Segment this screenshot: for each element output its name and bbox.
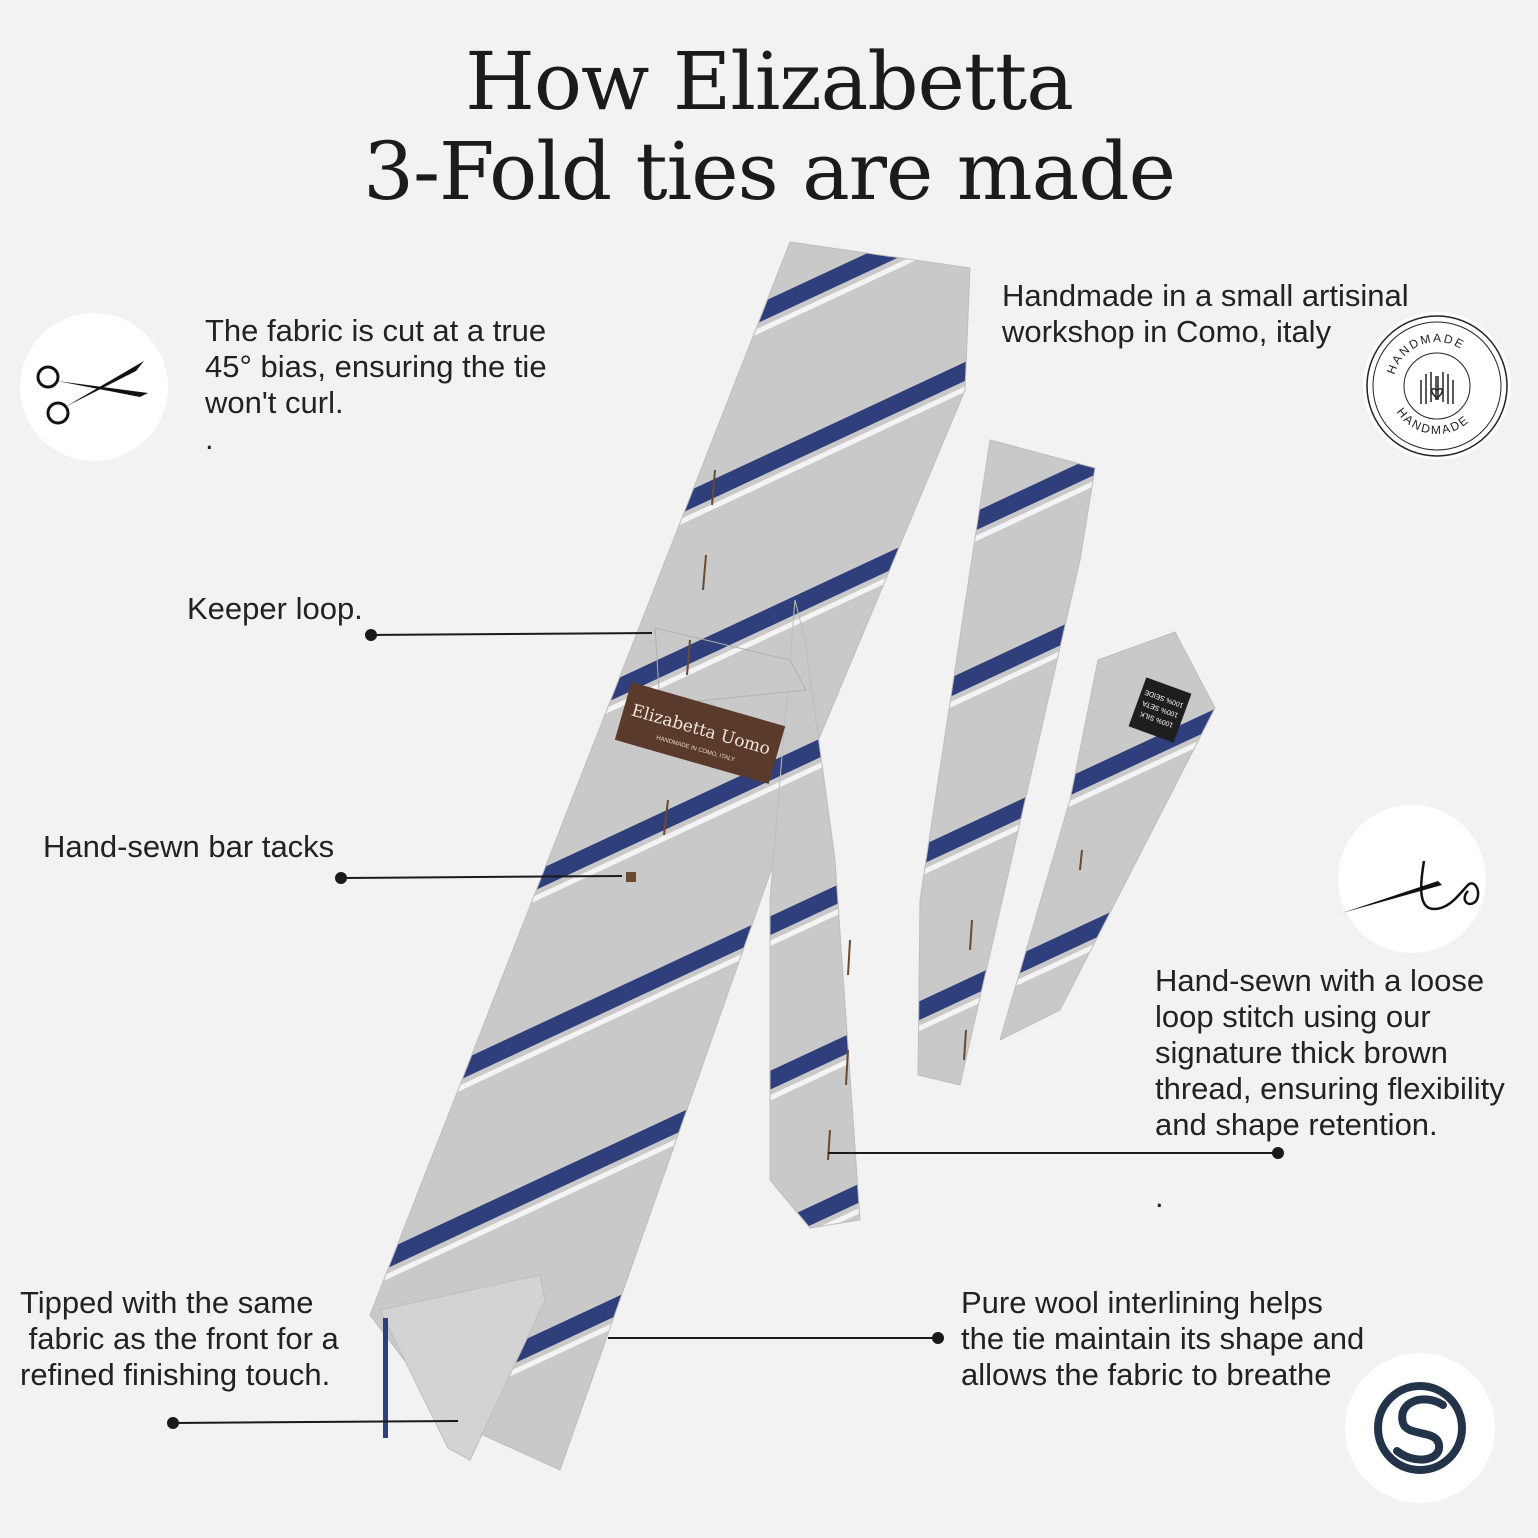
keeper-loop	[654, 627, 807, 706]
bar-tack	[626, 872, 636, 882]
brand-label: Elizabetta Uomo HANDMADE IN COMO, ITALY	[614, 682, 786, 784]
scissors-icon	[36, 361, 148, 425]
caption-handmade: Handmade in a small artisinal workshop i…	[1002, 278, 1409, 349]
keeper-loop-leader	[370, 632, 653, 636]
scissors-icon-circle	[20, 313, 168, 461]
needle-icon-circle	[1338, 805, 1486, 953]
caption-loop-stitch: Hand-sewn with a loose loop stitch using…	[1155, 963, 1505, 1214]
handmade-hands-badge-icon: HANDMADE HANDMADE	[1366, 315, 1508, 457]
caption-tipping: Tipped with the same fabric as the front…	[20, 1285, 339, 1392]
care-label: 100% SILK 100% SETA 100% SEIDE	[1128, 677, 1192, 743]
wool-logo-icon	[1374, 1382, 1466, 1474]
tie-tipping	[379, 1274, 546, 1461]
leader-lines	[167, 629, 1284, 1429]
bar-tacks-leader	[340, 875, 623, 879]
page-title-line-2: 3-Fold ties are made	[363, 125, 1176, 218]
page-title-line-1: How Elizabetta	[465, 35, 1074, 128]
caption-keeper-loop: Keeper loop.	[187, 591, 363, 626]
tipping-leader	[172, 1420, 459, 1424]
hands-icon	[1420, 372, 1454, 404]
tie-second-blade	[917, 439, 1096, 1086]
caption-bias-cut: The fabric is cut at a true 45° bias, en…	[205, 313, 547, 456]
handmade-badge: HANDMADE HANDMADE	[1363, 312, 1511, 460]
caption-interlining: Pure wool interlining helps the tie main…	[961, 1285, 1365, 1392]
caption-bar-tacks: Hand-sewn bar tacks	[43, 829, 335, 864]
tie-middle-panel	[769, 599, 861, 1229]
wool-logo-circle	[1345, 1353, 1495, 1503]
needle-thread-icon	[1342, 860, 1480, 913]
loop-stitches	[663, 469, 1083, 1161]
